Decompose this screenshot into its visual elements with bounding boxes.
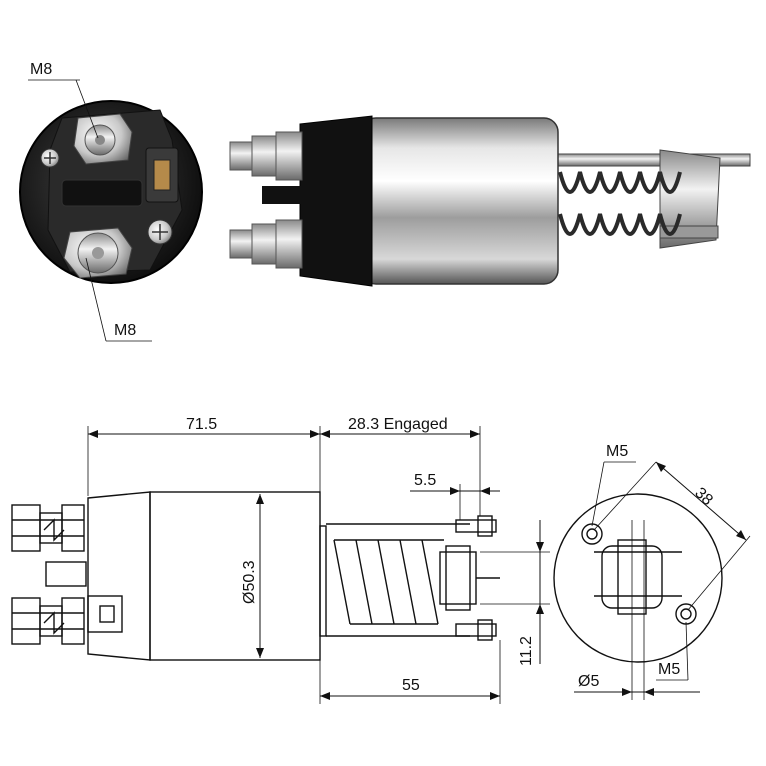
dim-11-2: 11.2 [518, 636, 535, 666]
photo-label-top: M8 [28, 61, 99, 139]
top-terminal-icon [73, 113, 133, 165]
drawing-bottom-terminal-icon [11, 597, 85, 645]
dim-spring-length: 55 [319, 640, 501, 704]
dim-d50-3: Ø50.3 [241, 560, 258, 604]
dim-38: 38 [691, 484, 716, 509]
label-m8-bottom: M8 [114, 322, 136, 339]
drawing-spring-icon [333, 539, 444, 625]
label-m5-bottom: M5 [658, 661, 680, 678]
dim-engaged: 28.3 Engaged [320, 416, 481, 516]
insulator-bar [61, 179, 143, 207]
dim-plunger-height: 11.2 [480, 520, 550, 666]
dim-offset: 5.5 [410, 472, 500, 520]
drawing-end-view [553, 493, 723, 700]
end-view-outline [553, 493, 723, 663]
mount-hole-top [581, 523, 603, 545]
bottom-terminal-icon [63, 227, 133, 279]
dim-d5: Ø5 [578, 673, 599, 690]
cap-outline [87, 491, 151, 661]
spring-icon [558, 171, 682, 236]
mount-hole-bottom [675, 603, 697, 625]
label-m8-top: M8 [30, 61, 52, 78]
dim-28-3: 28.3 Engaged [348, 416, 448, 433]
screw-icon [40, 148, 60, 168]
dim-71-5: 71.5 [186, 416, 217, 433]
dim-55: 55 [402, 677, 420, 694]
dim-5-5: 5.5 [414, 472, 436, 489]
screw-icon [147, 219, 173, 245]
dim-pin-diameter: Ø5 [574, 673, 700, 696]
photo-label-bottom: M8 [85, 257, 152, 342]
side-bottom-terminal-icon [229, 219, 303, 269]
drawing-side-view [11, 491, 500, 661]
photo-end-view [19, 100, 203, 284]
solenoid-body [361, 117, 559, 285]
dim-overall-length: 71.5 [87, 416, 321, 496]
center-tab [262, 186, 306, 204]
drawing-label-top-hole: M5 [591, 443, 636, 527]
drawing-center-tab [45, 561, 87, 587]
drawing-top-terminal-icon [11, 504, 85, 552]
photo-side-view [229, 115, 751, 287]
drawing-label-bottom-hole: M5 [656, 621, 689, 681]
label-m5-top: M5 [606, 443, 628, 460]
dim-diameter: Ø50.3 [241, 494, 264, 658]
connector-pin [153, 159, 171, 191]
body-outline [149, 491, 321, 661]
side-top-terminal-icon [229, 131, 303, 181]
black-cap [299, 115, 373, 287]
